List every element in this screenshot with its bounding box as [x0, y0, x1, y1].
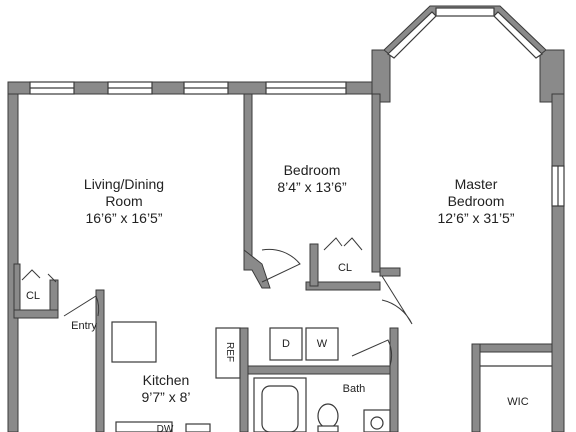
living-room-size: 16’6” x 16’5” — [85, 209, 163, 226]
kitchen-counter — [111, 321, 157, 363]
living-bedroom-partition — [243, 93, 253, 265]
kitchen-size: 9’7” x 8’ — [141, 388, 191, 405]
bedroom-name: Bedroom — [283, 162, 341, 178]
living-room-name-1: Living/Dining — [83, 176, 165, 192]
entry-door — [63, 295, 100, 317]
right-wall — [551, 93, 565, 432]
windows — [29, 7, 565, 207]
bay-window-right — [493, 11, 543, 59]
refrigerator-label: REF — [224, 342, 235, 362]
entry-wall — [95, 289, 105, 432]
toilet — [317, 403, 339, 429]
bedroom-closet-doors — [323, 237, 363, 251]
master-bedroom-label: Master Bedroom 12’6” x 31’5” — [420, 176, 532, 226]
master-name-1: Master — [454, 176, 498, 192]
living-room-label: Living/Dining Room 16’6” x 16’5” — [74, 176, 174, 226]
bedroom-size: 8’4” x 13’6” — [277, 178, 347, 195]
living-room-name-2: Room — [105, 192, 143, 209]
wic-label: WIC — [507, 396, 529, 408]
master-door — [381, 275, 413, 325]
bedroom-closet-label: CL — [337, 262, 353, 274]
entry-label: Entry — [71, 320, 97, 332]
kitchen-bath-wall — [239, 327, 249, 432]
bedroom-closet-wall — [309, 243, 319, 287]
refrigerator — [215, 327, 241, 379]
bath-door — [351, 339, 393, 367]
stove — [185, 423, 211, 432]
washer-label: W — [316, 338, 328, 350]
dryer — [269, 327, 303, 361]
kitchen-name: Kitchen — [142, 372, 190, 388]
washer — [305, 327, 339, 361]
master-size: 12’6” x 31’5” — [437, 209, 515, 226]
master-name-2: Bedroom — [447, 192, 505, 209]
bedroom-label: Bedroom 8’4” x 13’6” — [262, 162, 362, 196]
bedroom-door-jamb — [243, 248, 271, 289]
dishwasher-label: DW — [156, 424, 174, 432]
kitchen-label: Kitchen 9’7” x 8’ — [124, 372, 208, 406]
sink-basin — [370, 416, 384, 430]
master-top-left-wall — [371, 49, 391, 103]
fixtures — [111, 321, 552, 432]
bathtub-basin — [261, 385, 299, 432]
master-top-right-wall — [539, 49, 565, 103]
wic-left-wall — [471, 343, 481, 432]
bedroom-master-partition — [371, 93, 381, 273]
bath-label: Bath — [342, 383, 366, 395]
kitchen-sink — [115, 421, 173, 432]
living-closet-doors — [21, 269, 57, 283]
bedroom-bottom-wall — [305, 281, 381, 291]
bath-top-wall — [247, 365, 399, 375]
bath-right-wall — [389, 327, 399, 432]
bay-window-left — [387, 11, 437, 59]
living-closet-label: CL — [25, 290, 41, 302]
toilet-tank — [317, 425, 339, 432]
living-closet-bottom — [13, 309, 59, 319]
dryer-label: D — [282, 338, 290, 350]
living-closet-wall-a — [13, 263, 21, 313]
wic-top-wall — [471, 343, 553, 353]
bay-window-center — [435, 7, 495, 17]
doors — [21, 237, 413, 367]
left-wall — [7, 81, 19, 432]
bedroom-door — [261, 248, 301, 283]
master-lower-wall — [379, 267, 401, 277]
